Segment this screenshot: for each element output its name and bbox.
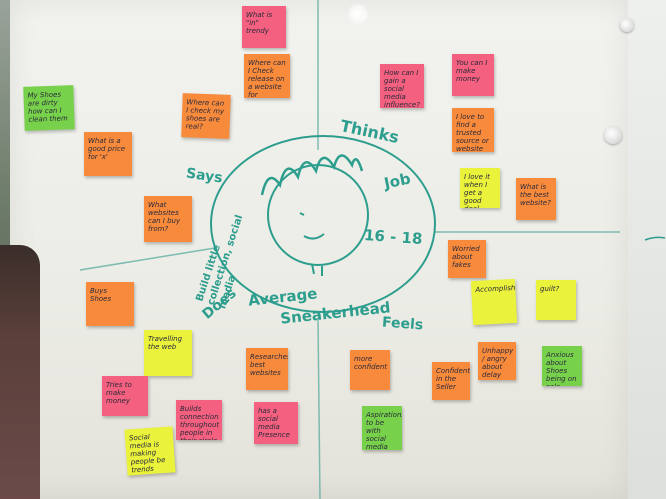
sticky-note: Confident in the Seller [432, 362, 470, 400]
sticky-note: I love to find a trusted source or websi… [452, 108, 494, 152]
hair-scribble [260, 154, 364, 196]
sticky-note: Researches best websites [246, 348, 288, 390]
sticky-note: guilt? [536, 280, 576, 320]
sticky-note: Where can I check my shoes are real? [181, 93, 231, 139]
sticky-note: What is a good price for 'x' [84, 132, 132, 176]
sticky-note: Builds connection throughout people in t… [176, 400, 222, 440]
sticky-note: My Shoes are dirty how can I clean them [23, 85, 75, 131]
face-outline [267, 164, 369, 266]
magnet-right [604, 126, 622, 144]
sticky-note: You can I make money [452, 54, 494, 96]
side-scribble [644, 236, 666, 241]
sticky-note: has a social media Presence [254, 402, 298, 444]
sticky-note: I love it when I get a good deal [460, 168, 500, 208]
label-feels: Feels [381, 314, 424, 334]
sticky-note: Tries to make money [102, 376, 148, 416]
persona-circle [210, 135, 436, 313]
face-smile [303, 233, 325, 240]
sticky-note: more confident [350, 350, 390, 390]
sticky-note: Worried about fakes [448, 240, 486, 278]
light-reflection [348, 4, 368, 24]
magnet-top-right [620, 18, 634, 32]
sticky-note: Aspirations to be with social media infl… [362, 406, 402, 450]
sticky-note: Where can I Check release on a website f… [244, 54, 290, 98]
sticky-note: What is the best website? [516, 178, 556, 220]
neck-lines [311, 263, 323, 276]
sticky-note: Buys Shoes [86, 282, 134, 326]
vertical-divider-bottom [317, 319, 321, 499]
horizontal-divider-left [79, 247, 216, 271]
sticky-note: Social media is making people be trends [124, 426, 176, 476]
sticky-note: Travelling the web [144, 330, 192, 376]
sticky-note: What is "in" trendy [242, 6, 286, 48]
sticky-note: Anxious about Shoes being on sale [542, 346, 582, 386]
person-silhouette [0, 245, 40, 499]
sticky-note: Unhappy / angry about delay [478, 342, 516, 380]
sticky-note: How can I gain a social media influence? [380, 64, 424, 108]
sticky-note: Accomplishment [470, 278, 518, 326]
second-whiteboard [628, 0, 666, 499]
sticky-note: What websites can I buy from? [144, 196, 192, 242]
face-eye [299, 212, 305, 216]
